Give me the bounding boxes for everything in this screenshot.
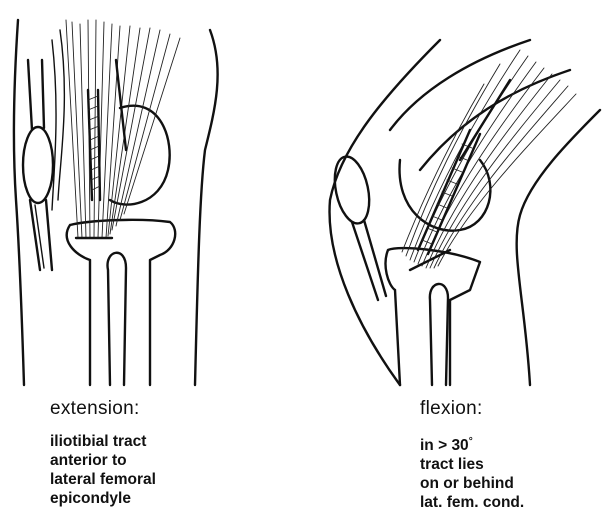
- femoral-condyle: [400, 160, 491, 231]
- patellar-tendon: [352, 220, 386, 300]
- flexion-line-3: on or behind: [420, 474, 524, 493]
- flexion-heading: flexion:: [420, 398, 524, 420]
- patella: [329, 153, 374, 226]
- tibia: [386, 248, 480, 385]
- degree-symbol: °: [469, 436, 473, 447]
- fibula: [108, 253, 126, 385]
- patella: [23, 127, 53, 203]
- back-skin-outline: [195, 30, 218, 385]
- extension-line-1: iliotibial tract: [50, 432, 156, 451]
- front-skin-outline: [14, 20, 24, 385]
- patellar-tendon: [30, 200, 52, 270]
- back-skin-outline: [517, 110, 600, 385]
- knee-flexion-drawing: [300, 0, 604, 390]
- extension-caption: extension: iliotibial tract anterior to …: [50, 398, 156, 508]
- fibula: [430, 284, 448, 385]
- tibia: [67, 220, 175, 385]
- extension-line-4: epicondyle: [50, 489, 156, 508]
- femur: [390, 40, 570, 170]
- flexion-caption: flexion: in > 30° tract lies on or behin…: [420, 398, 524, 512]
- iliotibial-tract-fibres: [52, 20, 180, 238]
- extension-line-2: anterior to: [50, 451, 156, 470]
- flexion-angle-text: in > 30: [420, 437, 469, 454]
- knee-extension-drawing: [0, 0, 300, 390]
- flexion-line-2: tract lies: [420, 455, 524, 474]
- flexion-line-1: in > 30°: [420, 432, 524, 455]
- extension-line-3: lateral femoral: [50, 470, 156, 489]
- extension-heading: extension:: [50, 398, 156, 420]
- flexion-line-4: lat. fem. cond.: [420, 493, 524, 512]
